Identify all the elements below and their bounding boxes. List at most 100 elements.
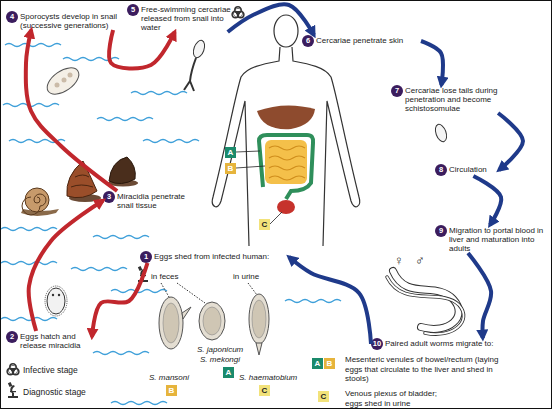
intestine-loops (269, 146, 305, 180)
adult-worms (387, 271, 464, 334)
step-description: Sporocysts develop in snail (successive … (20, 11, 132, 30)
step-callout: 1Eggs shed from infected human: (140, 251, 289, 263)
water-waves (1, 44, 341, 405)
water-wave (3, 104, 59, 107)
callout-number: 2 (6, 331, 18, 343)
species-badge: A (312, 358, 323, 369)
cycle-arrow (92, 263, 147, 337)
text-label: Mesenteric venules of bowel/rectum (layi… (345, 355, 513, 384)
step-callout: 6Cercariae penetrate skin (302, 35, 421, 47)
microscope-symbol (138, 266, 148, 282)
water-wave (111, 290, 167, 293)
water-wave (9, 140, 65, 143)
water-wave (143, 140, 199, 143)
step-description: Free-swimming cercariae released from sn… (141, 4, 233, 32)
legend-row: Infective stage (23, 365, 78, 375)
water-wave (93, 352, 149, 355)
species-badge: A (223, 367, 234, 378)
legend-text: Diagnostic stage (23, 387, 86, 397)
sporocyst (43, 62, 84, 99)
callout-number: 9 (435, 225, 447, 237)
shell-lines (71, 175, 93, 187)
female-worm (387, 277, 464, 334)
water-wave (131, 92, 187, 95)
callout-number: 7 (391, 85, 403, 97)
badge-letter: A (223, 367, 234, 378)
step-description: Circulation (449, 164, 499, 174)
biohazard-symbol (232, 7, 244, 18)
step-callout: 10Paired adult worms migrate to: (371, 338, 520, 350)
cercaria-tail (184, 58, 196, 91)
callout-number: 5 (127, 4, 139, 16)
cercaria (184, 39, 207, 91)
cycle-arrow (228, 4, 314, 35)
text-label: ♀ (394, 253, 404, 268)
terminal-spine (256, 343, 262, 355)
legend-row: Diagnostic stage (23, 387, 86, 397)
cycle-arrow (109, 30, 175, 68)
sporocyst-body (43, 62, 84, 99)
snail-shell (25, 188, 49, 212)
species-badge: C (259, 219, 270, 230)
cilia (45, 286, 67, 316)
step-description: Paired adult worms migrate to: (385, 338, 520, 348)
miracidium-body (47, 288, 65, 314)
callout-number: 6 (302, 35, 314, 47)
step-callout: 3Miracidia penetrate snail tissue (103, 191, 197, 210)
step-description: Miracidia penetrate snail tissue (117, 191, 197, 210)
biohazard-symbol (7, 364, 19, 375)
species-badge: B (166, 385, 177, 396)
cycle-arrow (498, 113, 523, 170)
colon (259, 135, 313, 199)
miracidium (45, 286, 67, 316)
water-wave (1, 262, 57, 265)
badge-letter: A (312, 358, 323, 369)
step-description: Cercariae lose tails during penetration … (405, 85, 517, 113)
step-description: Cercariae penetrate skin (316, 35, 421, 45)
bladder (277, 200, 295, 214)
cercaria-body (191, 39, 207, 59)
step-description: Eggs hatch and release miracidia (20, 331, 92, 350)
water-wave (97, 118, 153, 121)
schistosomulum (433, 123, 449, 143)
water-wave (1, 228, 57, 231)
egg-shell (159, 297, 183, 349)
species-badge: B (225, 163, 236, 174)
species-badge: C (318, 391, 329, 402)
germ-ball (68, 73, 73, 78)
badge-letter: B (225, 163, 236, 174)
step-callout: 7Cercariae lose tails during penetration… (391, 85, 517, 113)
step-description: Eggs shed from infected human: (154, 251, 289, 261)
species-name: S. mansoni (149, 373, 189, 383)
cycle-arrow (26, 30, 117, 191)
leader-lines (236, 151, 282, 224)
callout-number: 1 (140, 251, 152, 263)
small-intestine (265, 140, 307, 184)
snail-shell (67, 161, 97, 198)
water-wave (285, 300, 341, 303)
egg-content (163, 303, 179, 343)
text-label: in feces (151, 272, 179, 282)
text-label: Venous plexus of bladder; eggs shed in u… (345, 389, 451, 408)
egg-shell (249, 294, 269, 344)
lateral-spine (182, 307, 191, 319)
cycle-arrow (468, 253, 491, 338)
callout-number: 10 (371, 338, 383, 350)
germ-ball (55, 83, 60, 88)
text-label: in urine (233, 272, 259, 282)
germ-ball (62, 78, 67, 83)
egg-shell (199, 302, 225, 340)
human-head (274, 15, 298, 47)
water-wave (1, 318, 57, 321)
cycle-arrow (289, 257, 371, 344)
water-wave (71, 268, 127, 271)
organs (236, 105, 315, 224)
female-worm (387, 277, 464, 334)
egg-content (203, 307, 221, 335)
badge-letter: C (259, 219, 270, 230)
water-wave (111, 402, 167, 405)
species-name: S. japonicum (197, 345, 243, 355)
text-label: ♂ (415, 253, 425, 268)
species-badge: C (259, 385, 270, 396)
step-callout: 8Circulation (435, 164, 499, 176)
